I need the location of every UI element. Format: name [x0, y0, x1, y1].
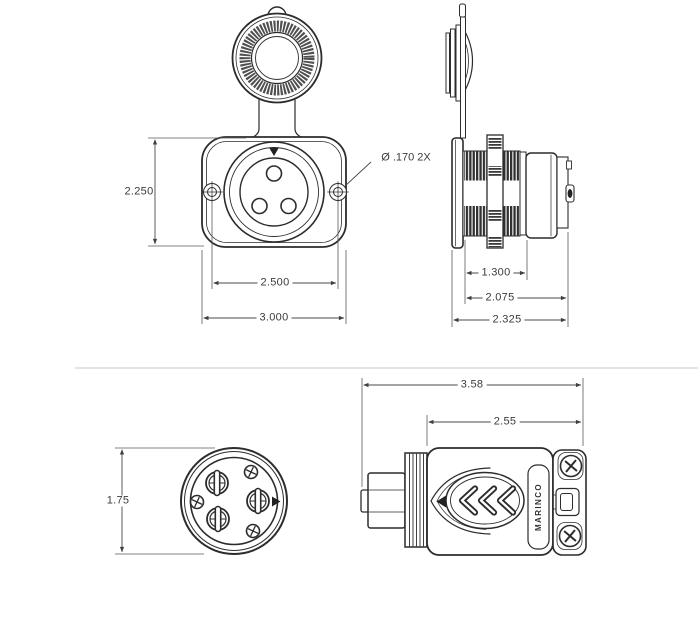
- receptacle-front-view: [148, 6, 372, 324]
- flange-plate-side: [451, 137, 464, 249]
- plug-face-view: [115, 447, 288, 555]
- mounting-hole-right: [327, 181, 349, 203]
- clamp-screw-top: [559, 454, 583, 478]
- cover-cap: [231, 6, 323, 138]
- dim-label-rear-depth: 2.075: [482, 292, 518, 304]
- dim-label-hole-spacing: 2.500: [257, 277, 293, 289]
- dim-label-plug-diameter: 1.75: [103, 495, 133, 507]
- screw-top-right: [243, 464, 259, 480]
- screw-left: [189, 494, 205, 510]
- ribbed-collar: [404, 452, 428, 548]
- pin-hole-right: [280, 197, 297, 215]
- dim-label-thread-length: 1.300: [478, 267, 514, 279]
- receptacle-side-view: [445, 3, 575, 327]
- hole-note-leader-line: [344, 161, 372, 187]
- brand-label-marinco: MARINCO: [533, 482, 543, 532]
- terminal-bottom: [206, 505, 230, 533]
- pin-hole-top: [265, 165, 283, 182]
- grip-arrow-marker: [436, 495, 446, 508]
- clamp-screw-bottom: [558, 524, 582, 548]
- plug-nose: [360, 472, 406, 529]
- clamp-bracket: [552, 487, 580, 517]
- dim-label-flange-height: 2.250: [124, 185, 154, 198]
- mounting-hole-left: [201, 181, 223, 203]
- brand-band: [527, 464, 550, 550]
- cover-cap-side: [445, 3, 474, 139]
- lock-ring-nut: [486, 134, 504, 249]
- screw-bottom-right: [245, 523, 261, 539]
- grip-chevrons: [458, 485, 517, 516]
- pin-hole-left: [251, 197, 268, 215]
- terminal-top: [205, 469, 229, 497]
- dim-label-plug-body-length: 2.55: [490, 416, 520, 428]
- rear-housing: [519, 151, 575, 239]
- index-key-marker: [272, 496, 281, 507]
- receptacle-front-dimensions: [148, 137, 372, 324]
- socket-opening: [223, 141, 325, 243]
- note-label-mount-hole-diameter: Ø .170 2X: [379, 151, 433, 164]
- terminal-right: [246, 487, 270, 515]
- plug-body: [426, 447, 554, 556]
- dim-label-plug-overall-length: 3.58: [457, 379, 487, 391]
- dim-label-overall-depth: 2.325: [489, 314, 525, 326]
- plug-side-view: [360, 378, 587, 556]
- dim-label-flange-width: 3.000: [256, 312, 292, 324]
- index-notch-marker: [269, 147, 279, 156]
- cable-clamp-rear: [552, 449, 587, 556]
